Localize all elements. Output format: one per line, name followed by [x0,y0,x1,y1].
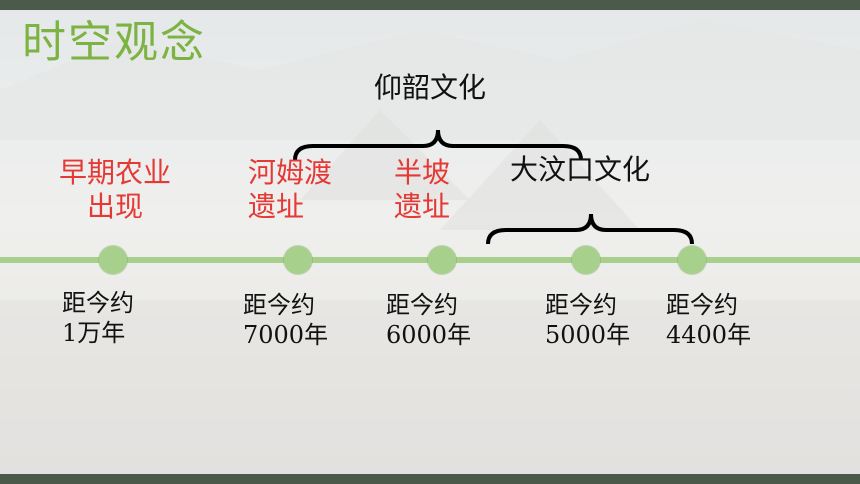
culture-label-yangshao: 仰韶文化 [374,71,487,104]
timeline-dot-3 [428,246,456,274]
timeline-dot-1 [99,246,127,274]
page-title: 时空观念 [22,17,206,68]
site-label-hemudu: 河姆渡 遗址 [248,156,333,223]
date-label-3: 距今约 6000年 [386,291,472,349]
brace-dawenkou [486,213,694,245]
bottom-frame-edge [0,474,860,484]
timeline-dot-4 [572,246,600,274]
culture-label-dawenkou: 大汶口文化 [510,153,651,186]
timeline-dot-5 [678,246,706,274]
date-label-2: 距今约 7000年 [243,291,329,349]
date-label-1: 距今约 1万年 [62,289,134,347]
timeline-dot-2 [284,246,312,274]
top-frame-edge [0,0,860,10]
date-label-4: 距今约 5000年 [545,291,631,349]
site-label-banpo: 半坡 遗址 [394,156,451,223]
site-label-early-agriculture: 早期农业 出现 [58,156,171,223]
date-label-5: 距今约 4400年 [666,291,752,349]
brace-yangshao [293,129,583,161]
